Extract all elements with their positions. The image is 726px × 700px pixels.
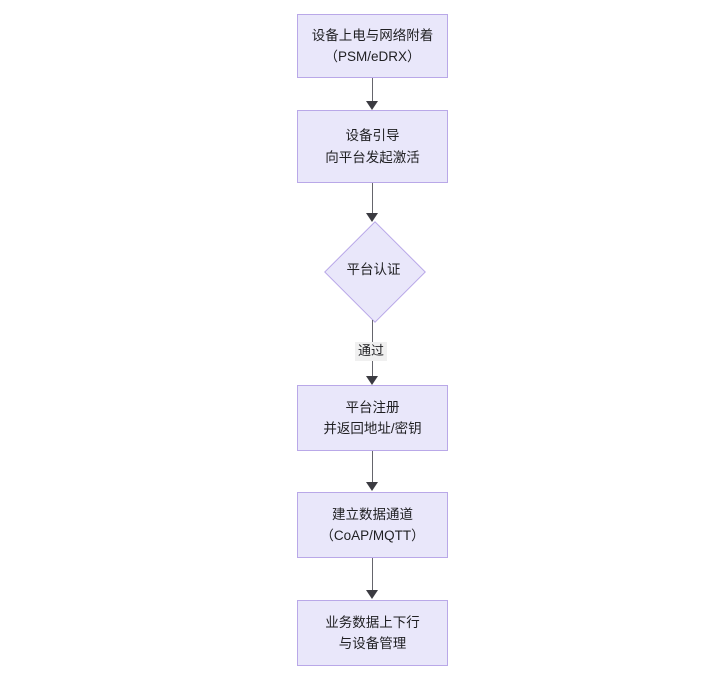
flow-edge-3-label: 通过 [355, 342, 388, 361]
flow-node-data-channel-line-1: 建立数据通道 [332, 506, 413, 522]
flow-edge-4-line [372, 451, 373, 483]
flow-node-business-data-line-2: 与设备管理 [338, 636, 407, 651]
flow-node-power-on-line-2: （PSM/eDRX） [324, 49, 421, 64]
flow-edge-3-arrowhead [366, 376, 378, 385]
flow-node-platform-auth-label: 平台认证 [346, 262, 401, 278]
flow-node-power-on-line-1: 设备上电与网络附着 [311, 27, 434, 43]
flow-node-bootstrap-line-2: 向平台发起激活 [325, 149, 420, 165]
flow-node-data-channel[interactable]: 建立数据通道 （CoAP/MQTT） [297, 492, 448, 558]
flow-node-business-data[interactable]: 业务数据上下行 与设备管理 [297, 600, 448, 666]
flow-node-platform-register-line-2: 并返回地址/密钥 [323, 421, 422, 436]
flow-edge-2-line [372, 183, 373, 214]
flow-node-platform-register-line-1: 平台注册 [345, 399, 400, 415]
flow-edge-5-line [372, 558, 373, 591]
flow-edge-2-arrowhead [366, 213, 378, 222]
flow-node-platform-auth[interactable]: 平台认证 [323, 220, 426, 323]
flow-edge-5-arrowhead [366, 590, 378, 599]
flow-node-bootstrap[interactable]: 设备引导 向平台发起激活 [297, 110, 448, 183]
flow-node-power-on[interactable]: 设备上电与网络附着 （PSM/eDRX） [297, 14, 448, 78]
flow-node-data-channel-line-2: （CoAP/MQTT） [320, 528, 425, 543]
flow-edge-1-arrowhead [366, 101, 378, 110]
flow-node-business-data-line-1: 业务数据上下行 [325, 614, 420, 630]
flow-node-bootstrap-line-1: 设备引导 [345, 128, 400, 144]
flow-node-platform-register[interactable]: 平台注册 并返回地址/密钥 [297, 385, 448, 451]
flow-edge-4-arrowhead [366, 482, 378, 491]
flow-edge-1-line [372, 78, 373, 102]
